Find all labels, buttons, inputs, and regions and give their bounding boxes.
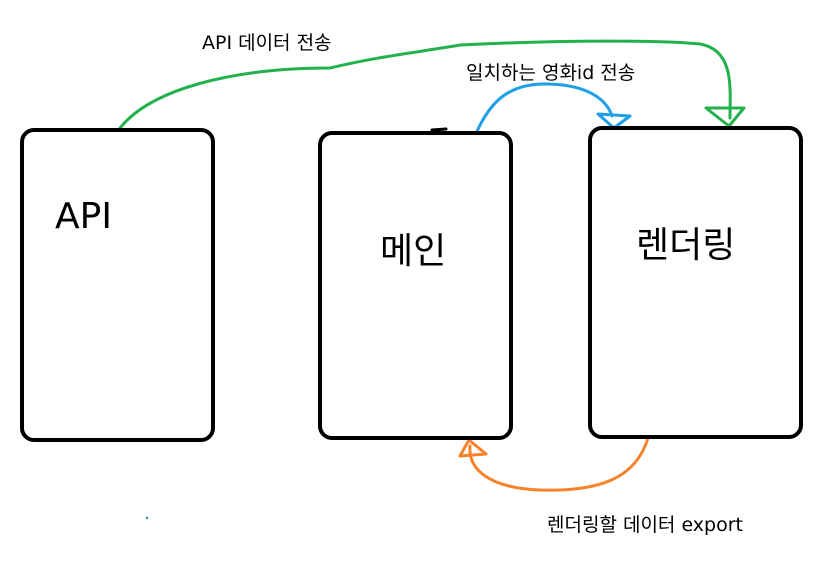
api-to-rendering-arrow: [118, 39, 732, 130]
rendering-to-main-arrow: [468, 436, 650, 492]
api-box: [20, 128, 215, 442]
main-to-rendering-label: 일치하는 영화id 전송: [466, 62, 636, 84]
rendering-box: [588, 126, 803, 439]
rendering-box-label: 렌더링: [636, 225, 736, 266]
rendering-to-main-arrowhead: [458, 438, 488, 458]
main-to-rendering-arrowhead: [596, 112, 632, 130]
stray-mark: [430, 127, 448, 132]
api-to-rendering-arrowhead: [704, 106, 746, 128]
api-box-label: API: [55, 196, 112, 237]
main-box: [318, 131, 513, 440]
stray-dot: [145, 516, 149, 520]
rendering-to-main-label: 렌더링할 데이터 export: [547, 514, 743, 536]
main-to-rendering-arrow: [473, 82, 614, 138]
main-box-label: 메인: [380, 231, 447, 272]
api-to-rendering-label: API 데이터 전송: [202, 32, 332, 54]
